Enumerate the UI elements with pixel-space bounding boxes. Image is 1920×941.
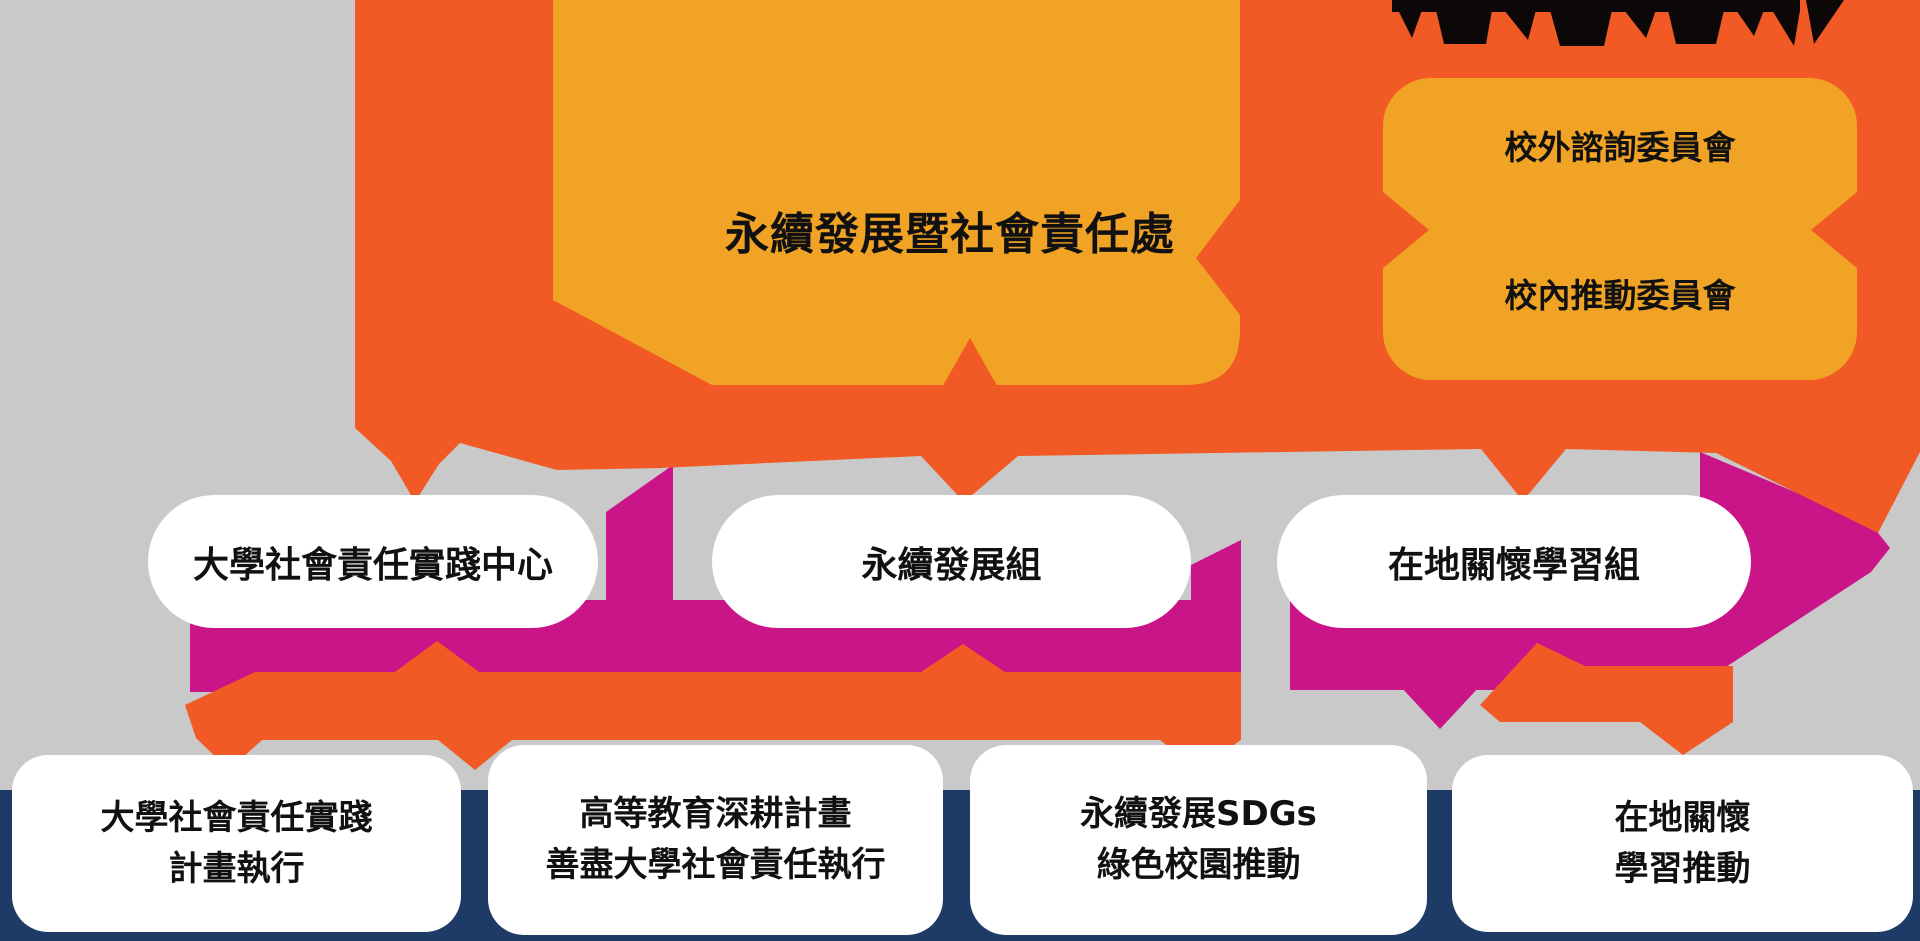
root-bottom-arrow (928, 338, 1012, 488)
root-right-notch (1196, 200, 1240, 315)
committees-left-notch (1383, 192, 1429, 268)
program-line: 學習推動 (1614, 848, 1751, 889)
division-local-care-learning: 在地關懷學習組 (1277, 495, 1751, 628)
division-usr-practice-center: 大學社會責任實踐中心 (148, 495, 598, 628)
division-sustainable-development: 永續發展組 (712, 495, 1191, 628)
committees-box (1383, 78, 1857, 380)
program-line: 善盡大學社會責任執行 (545, 845, 886, 885)
committee-internal: 校內推動委員會 (1504, 276, 1736, 315)
yellow-boxes (553, 0, 1857, 385)
program-line: 在地關懷 (1614, 797, 1751, 838)
program-line: 計畫執行 (168, 848, 305, 889)
orange-accents (928, 192, 1857, 488)
committees-right-notch (1811, 192, 1857, 268)
program-usr-plan-execution: 大學社會責任實踐 計畫執行 (12, 755, 461, 932)
program-line: 高等教育深耕計畫 (579, 794, 852, 834)
program-line: 綠色校園推動 (1096, 845, 1301, 885)
program-higher-ed-sprout: 高等教育深耕計畫 善盡大學社會責任執行 (488, 745, 943, 935)
program-line: 大學社會責任實踐 (100, 797, 373, 838)
program-line: 永續發展SDGs (1080, 794, 1317, 834)
program-local-care-learning: 在地關懷 學習推動 (1452, 755, 1913, 932)
root-title: 永續發展暨社會責任處 (725, 209, 1175, 260)
program-sdgs-green-campus: 永續發展SDGs 綠色校園推動 (970, 745, 1427, 935)
committee-external: 校外諮詢委員會 (1504, 128, 1736, 167)
root-box (553, 0, 1240, 385)
cropped-banner-shape (1392, 0, 1844, 46)
